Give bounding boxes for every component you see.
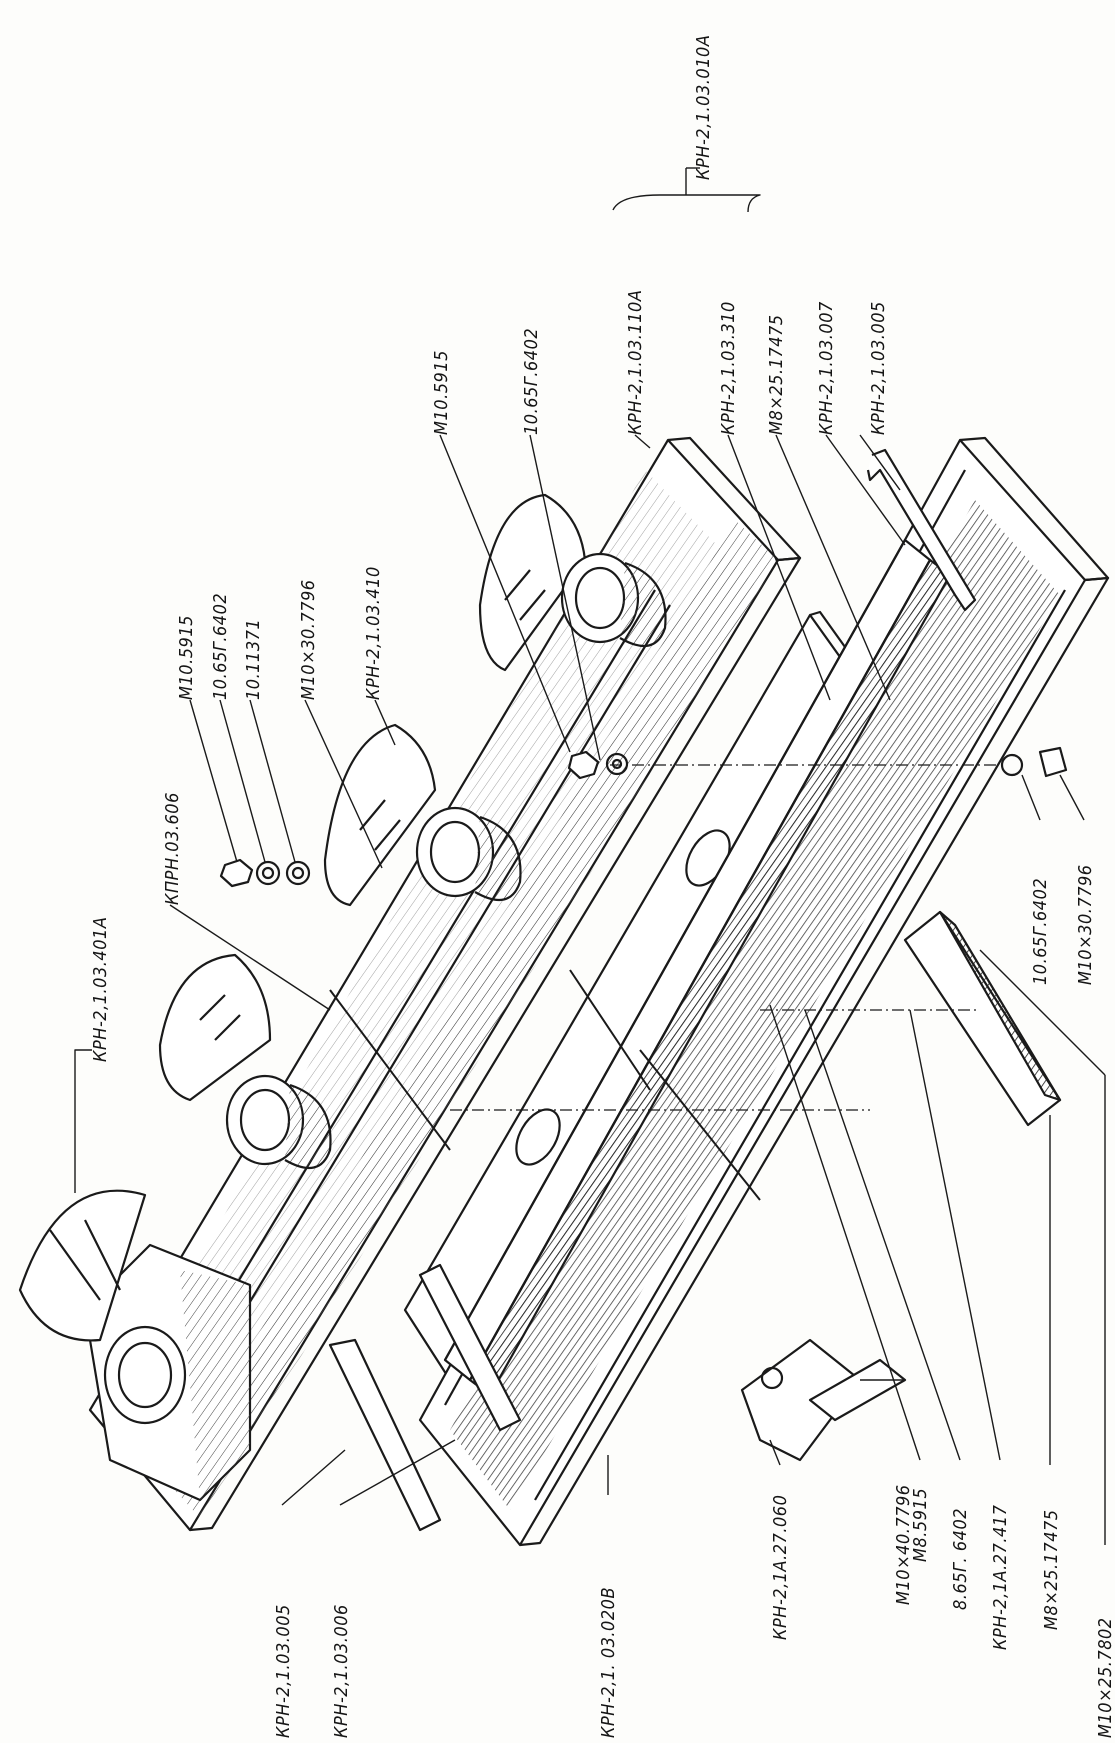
label-kprn-03-606: КПРН.03.606 [162, 792, 183, 905]
label-krn-21-03-007: КРН-2,1.03.007 [816, 301, 837, 435]
fastener-stack-left [219, 858, 311, 888]
label-krn-21-03-020b: КРН-2,1. 03.020В [598, 1586, 619, 1738]
label-washer-10-11371: 10.11371 [243, 618, 264, 700]
label-nut-m8-5915: М8.5915 [910, 1487, 931, 1562]
bearing-shield-1 [18, 1189, 147, 1342]
right-lever-plate [903, 910, 1062, 1127]
label-krn-21-03-005-bottom: КРН-2,1.03.005 [273, 1604, 294, 1738]
label-krn-21-03-401a: КРН-2,1.03.401А [90, 916, 111, 1062]
label-washer-10-65g-6402-right: 10.65Г.6402 [1030, 877, 1051, 985]
fastener-stack-top [567, 750, 629, 780]
lever-arm [740, 1338, 907, 1462]
leader-lines [74, 167, 1106, 1545]
bearing-cup-4 [560, 552, 667, 648]
label-washer-10-65g-6402-top: 10.65Г.6402 [521, 327, 542, 435]
center-lines [450, 764, 1000, 1111]
label-m10-5915-top: М10.5915 [431, 350, 452, 435]
label-bolt-m8x25-17475-bottom: М8×25.17475 [1041, 1509, 1062, 1630]
bearing-shield-4 [478, 493, 587, 672]
label-krn-21-03-010a: КРН-2,1.03.010А [693, 34, 714, 180]
label-bolt-m10x30-7796-top: М10×30.7796 [298, 579, 319, 700]
label-washer-8-65g-6402: 8.65Г. 6402 [950, 1507, 971, 1610]
label-krn-21a-27-060: КРН-2,1А.27.060 [770, 1494, 791, 1640]
label-bolt-m10x25-7802: М10×25.7802 [1095, 1617, 1115, 1738]
bearing-cup-2 [225, 1074, 332, 1170]
label-bolt-m10x30-7796-right: М10×30.7796 [1075, 864, 1096, 985]
end-bearing-cup [103, 1325, 187, 1425]
fastener-stack-right [1000, 746, 1068, 778]
bearing-shield-2 [158, 953, 272, 1102]
lower-left-bracket-006 [418, 1263, 522, 1432]
label-krn-21-03-410: КРН-2,1.03.410 [363, 566, 384, 700]
inner-long-rail [443, 538, 952, 1397]
label-krn-21-03-110a: КРН-2,1.03.110А [625, 289, 646, 435]
label-m10-5915-left: М10.5915 [176, 615, 197, 700]
label-bolt-m8x25-17475-top: М8×25.17475 [766, 314, 787, 435]
label-krn-21-03-006: КРН-2,1.03.006 [331, 1604, 352, 1738]
bearing-cup-3 [415, 806, 522, 902]
label-bolt-m10x40-7796: М10×40.7796 [893, 1484, 914, 1605]
break-lines [329, 969, 761, 1201]
label-krn-21-03-005-top: КРН-2,1.03.005 [868, 301, 889, 435]
lower-left-bracket-005 [328, 1338, 442, 1532]
label-krn-21a-27-417: КРН-2,1А.27.417 [990, 1504, 1011, 1650]
upper-right-bracket [866, 448, 977, 612]
label-krn-21-03-310: КРН-2,1.03.310 [718, 301, 739, 435]
label-washer-10-65g-6402-left: 10.65Г.6402 [210, 592, 231, 700]
